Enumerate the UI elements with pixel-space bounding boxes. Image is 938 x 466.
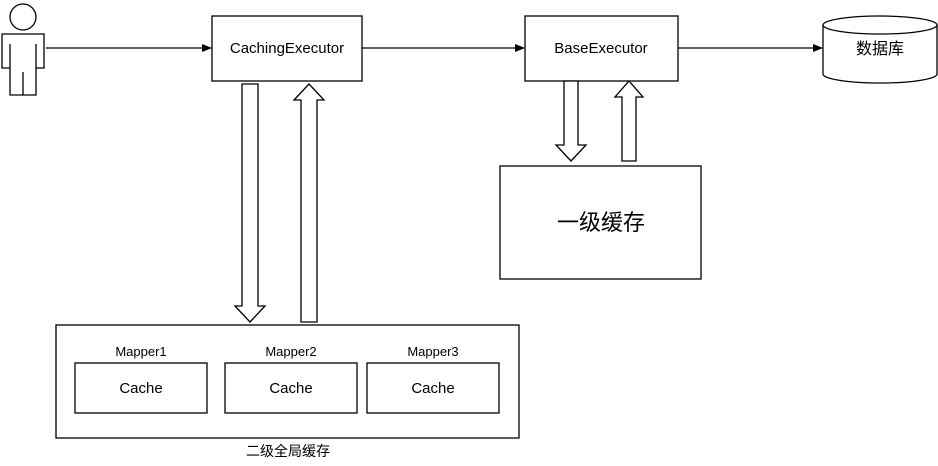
first-level-cache-node: 一级缓存: [499, 165, 702, 280]
down-block-arrow-to-second-level-cache: [233, 83, 267, 323]
caching-executor-node: CachingExecutor: [211, 15, 363, 82]
up-block-arrow-from-first-level-cache: [613, 80, 645, 162]
database-label: 数据库: [856, 40, 904, 58]
first-level-cache-label: 一级缓存: [557, 210, 645, 235]
mapper-3-cache-label: Cache: [411, 380, 454, 397]
mapper-1-cache: Cache: [74, 362, 208, 414]
down-block-arrow-to-first-level-cache: [554, 80, 588, 162]
second-level-cache-label: 二级全局缓存: [246, 443, 330, 459]
base-executor-label: BaseExecutor: [554, 40, 647, 57]
caching-executor-label: CachingExecutor: [230, 40, 344, 57]
mapper-1-label: Mapper1: [115, 344, 166, 359]
mapper-3-cache: Cache: [366, 362, 500, 414]
mapper-2-cache-label: Cache: [269, 380, 312, 397]
mapper-3-label: Mapper3: [407, 344, 458, 359]
mapper-2-cache: Cache: [224, 362, 358, 414]
base-executor-node: BaseExecutor: [524, 15, 679, 82]
database-icon: 数据库: [822, 15, 938, 84]
mapper-2-label: Mapper2: [265, 344, 316, 359]
user-icon: [1, 3, 45, 96]
up-block-arrow-from-second-level-cache: [292, 83, 326, 323]
mapper-1-cache-label: Cache: [119, 380, 162, 397]
